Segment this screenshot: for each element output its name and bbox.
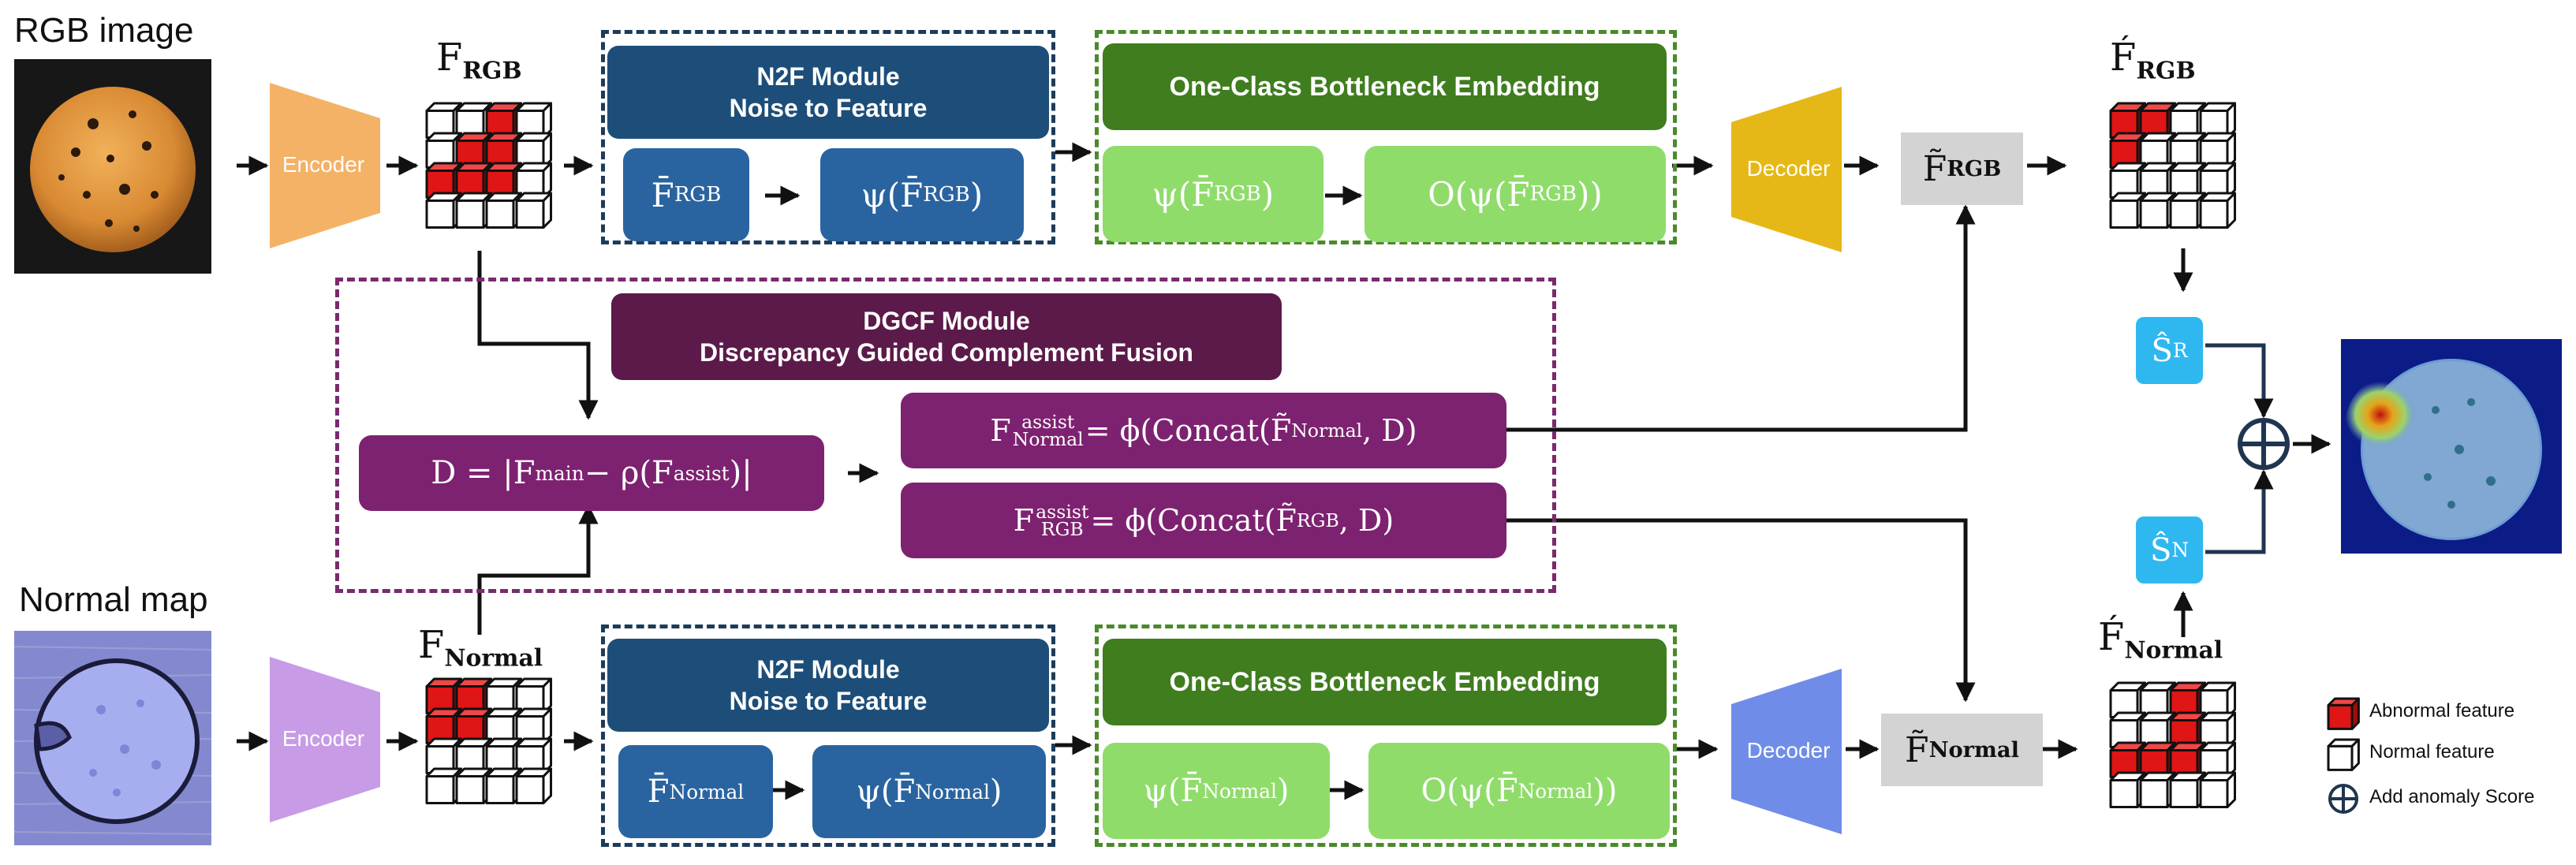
f-tilde-normal: F̃Normal bbox=[1881, 714, 2043, 786]
f-rgb-label: FRGB bbox=[436, 35, 522, 85]
ocbe-bottom-output: O(ψ(F̄Normal)) bbox=[1368, 743, 1670, 839]
feature-cube bbox=[2139, 192, 2177, 229]
feature-cube bbox=[515, 707, 553, 745]
feature-cube bbox=[2199, 102, 2237, 140]
f-normal-cubes bbox=[425, 677, 553, 805]
feature-cube bbox=[2199, 741, 2237, 779]
encoder-bottom bbox=[270, 657, 380, 822]
legend-normal-label: Normal feature bbox=[2369, 741, 2495, 762]
f-rgb-rec-label: F́RGB bbox=[2110, 35, 2196, 85]
feature-cube bbox=[2199, 192, 2237, 229]
feature-cube bbox=[485, 677, 523, 715]
encoder-top-label: Encoder bbox=[282, 152, 365, 177]
n2f-top-input: F̄RGB bbox=[623, 148, 749, 241]
n2f-bottom-output: ψ(F̄Normal) bbox=[812, 745, 1046, 838]
legend-add-icon bbox=[2328, 784, 2358, 814]
feature-cube bbox=[515, 132, 553, 170]
n2f-bottom-input: F̄Normal bbox=[618, 745, 773, 838]
encoder-bottom-label: Encoder bbox=[282, 726, 365, 751]
n2f-top-frame bbox=[601, 30, 1055, 244]
feature-cube bbox=[2199, 681, 2237, 719]
normal-map-cookie bbox=[14, 631, 211, 845]
anomaly-heatmap bbox=[2341, 339, 2562, 554]
legend-abnormal-label: Abnormal feature bbox=[2369, 700, 2515, 721]
ocbe-top-frame bbox=[1095, 30, 1677, 244]
decoder-top bbox=[1731, 87, 1842, 252]
legend-normal-cube bbox=[2327, 738, 2360, 771]
n2f-bottom-frame bbox=[601, 625, 1055, 847]
feature-cube bbox=[2109, 132, 2147, 170]
ocbe-bottom-title: One-Class Bottleneck Embedding bbox=[1103, 639, 1667, 725]
ocbe-bottom-frame bbox=[1095, 625, 1677, 847]
feature-cube bbox=[515, 162, 553, 199]
legend-cube bbox=[2327, 738, 2360, 771]
f-tilde-rgb: F̃RGB bbox=[1901, 132, 2023, 205]
dgcf-frame bbox=[335, 278, 1556, 593]
ocbe-top-title: One-Class Bottleneck Embedding bbox=[1103, 43, 1667, 130]
heatmap-image bbox=[2341, 339, 2562, 554]
feature-cube bbox=[515, 192, 553, 229]
encoder-top bbox=[270, 83, 380, 248]
ocbe-top-output: O(ψ(F̄RGB)) bbox=[1365, 146, 1666, 242]
decoder-top-label: Decoder bbox=[1746, 156, 1831, 181]
normal-map-label: Normal map bbox=[19, 580, 208, 619]
ocbe-bottom-input: ψ(F̄Normal) bbox=[1103, 743, 1330, 839]
cookie-image bbox=[30, 87, 196, 252]
decoder-bottom-label: Decoder bbox=[1746, 738, 1831, 762]
normal-map-image bbox=[14, 631, 211, 845]
add-score-icon bbox=[2238, 418, 2290, 470]
feature-cube bbox=[425, 707, 463, 745]
legend-abnormal-cube bbox=[2327, 697, 2360, 730]
f-rgb-cubes bbox=[425, 102, 553, 229]
f-normal-label: FNormal bbox=[418, 623, 543, 673]
ocbe-top-input: ψ(F̄RGB) bbox=[1103, 146, 1323, 242]
rgb-image-label: RGB image bbox=[14, 11, 194, 50]
f-normal-rec-cubes bbox=[2109, 681, 2237, 809]
rgb-image bbox=[14, 59, 211, 274]
f-rgb-rec-cubes bbox=[2109, 102, 2237, 229]
n2f-top-output: ψ(F̄RGB) bbox=[820, 148, 1024, 241]
legend-cube bbox=[2327, 697, 2360, 730]
feature-cube bbox=[515, 767, 553, 805]
f-normal-rec-label: F́Normal bbox=[2098, 615, 2223, 665]
decoder-bottom bbox=[1731, 669, 1842, 834]
feature-cube bbox=[2199, 771, 2237, 809]
legend-add-label: Add anomaly Score bbox=[2369, 786, 2535, 807]
